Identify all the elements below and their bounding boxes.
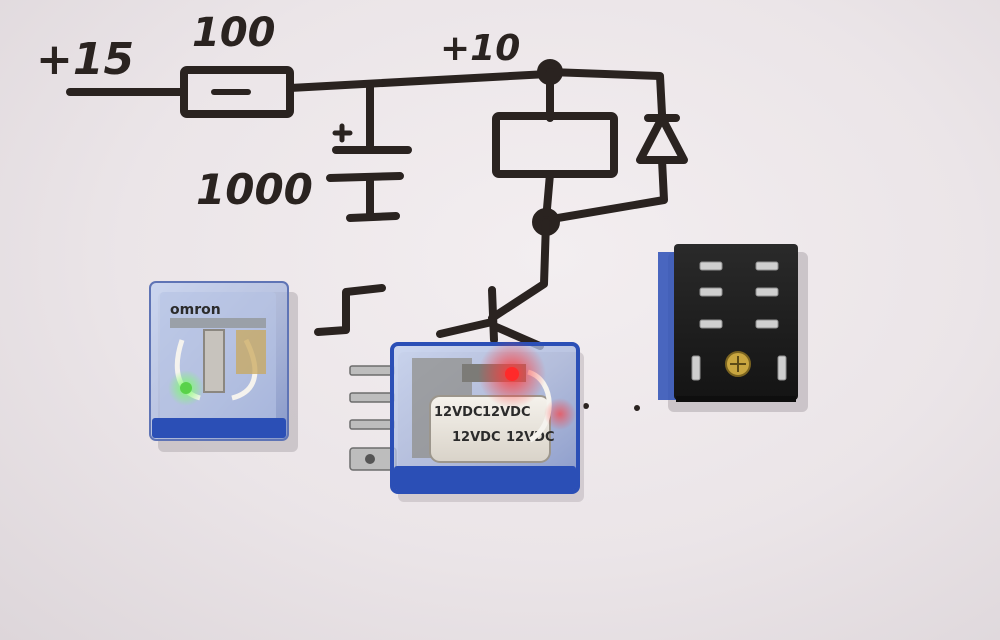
terminal-1 bbox=[699, 261, 723, 271]
terminal-3 bbox=[699, 287, 723, 297]
terminal-6 bbox=[755, 319, 779, 329]
relay-center-led-glow-2 bbox=[544, 398, 576, 430]
relay-center-pins bbox=[349, 365, 397, 471]
relay-pin-hole bbox=[365, 454, 375, 464]
relay-left-spring bbox=[203, 329, 225, 393]
diode-bottom-wire bbox=[542, 156, 668, 224]
relay-pin-3 bbox=[349, 419, 395, 430]
relay-pin-2 bbox=[349, 392, 395, 403]
relay-center: 12VDC 12VDC 12VDC 12VDC bbox=[349, 340, 584, 502]
diode-top-wire bbox=[546, 68, 666, 118]
input-pulse bbox=[314, 284, 386, 336]
relay-left-contact-bar bbox=[170, 318, 266, 328]
relay-coil-symbol bbox=[492, 112, 618, 178]
relay-left: omron bbox=[149, 281, 298, 452]
relay-center-led bbox=[505, 367, 519, 381]
relay-right-ridge bbox=[676, 396, 796, 402]
supply-label: +15 bbox=[36, 34, 134, 85]
diode-symbol bbox=[636, 114, 688, 164]
coil-text-2: 12VDC bbox=[482, 405, 530, 420]
relay-left-gold-plate bbox=[236, 330, 266, 374]
transistor-base-lead bbox=[436, 318, 496, 338]
relay-pin-1 bbox=[349, 365, 395, 376]
relay-left-brand: omron bbox=[170, 302, 221, 318]
coil-text-1: 12VDC bbox=[434, 405, 482, 420]
node-voltage-label: +10 bbox=[440, 28, 520, 69]
terminal-4 bbox=[755, 287, 779, 297]
terminal-5 bbox=[699, 319, 723, 329]
coil-text-3: 12VDC bbox=[452, 430, 500, 445]
ink-dot-1 bbox=[583, 403, 589, 409]
terminal-8 bbox=[777, 355, 787, 381]
ink-dot-2 bbox=[634, 405, 640, 411]
capacitor-plate-bottom bbox=[326, 172, 404, 182]
capacitor-ground bbox=[346, 212, 400, 222]
terminal-2 bbox=[755, 261, 779, 271]
relay-right-body bbox=[674, 244, 798, 400]
resistor-symbol bbox=[180, 66, 294, 118]
resistor-value-label: 100 bbox=[192, 10, 276, 56]
schematic-drawing bbox=[66, 59, 688, 350]
plus-sign bbox=[332, 123, 353, 143]
relay-left-base bbox=[152, 418, 286, 438]
transistor-collector bbox=[488, 218, 550, 322]
relay-right-screw-slot bbox=[730, 356, 746, 372]
relay-center-base bbox=[394, 466, 576, 490]
relay-left-led bbox=[180, 382, 192, 394]
capacitor-value-label: 1000 bbox=[196, 165, 313, 214]
terminal-7 bbox=[691, 355, 701, 381]
transistor-base-bar bbox=[488, 286, 498, 344]
relay-right-terminals bbox=[691, 261, 787, 381]
relay-right bbox=[658, 244, 808, 412]
main-wire bbox=[286, 70, 552, 92]
